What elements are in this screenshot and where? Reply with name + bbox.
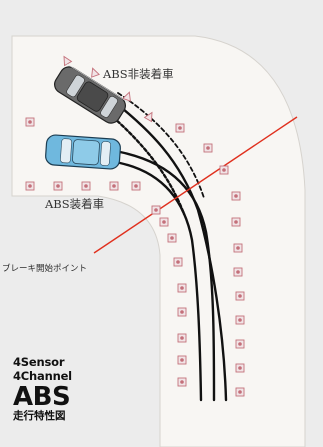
fallen-pylon-icon <box>143 111 153 123</box>
pylon-dot <box>134 184 138 188</box>
pylon-dot <box>234 220 238 224</box>
brake-start-line <box>93 116 298 254</box>
non-abs-car-label: ABS非装着車 <box>102 67 174 81</box>
channel-count: 4Channel <box>13 368 72 383</box>
pylon-dot <box>180 310 184 314</box>
pylon-dot <box>238 390 242 394</box>
diagram-caption: 4Sensor 4Channel ABS 走行特性図 <box>13 355 72 422</box>
abs-track-outer <box>118 150 216 402</box>
pylon-dot <box>56 184 60 188</box>
fallen-pylon-icon <box>91 67 100 78</box>
pylon-dot <box>28 184 32 188</box>
fallen-pylon-icon <box>122 91 131 102</box>
abs-car-label: ABS装着車 <box>44 197 104 211</box>
pylon-dot <box>176 260 180 264</box>
pylon-dot <box>178 126 182 130</box>
pylon-dot <box>222 168 226 172</box>
pylon-dot <box>180 380 184 384</box>
pylon-dot <box>112 184 116 188</box>
abs-car <box>45 134 121 170</box>
pylon-dot <box>28 120 32 124</box>
abs-track-inner <box>118 161 203 402</box>
pylon-dot <box>180 336 184 340</box>
fallen-pylon-icon <box>63 55 73 67</box>
pylon-dot <box>180 286 184 290</box>
sensor-count: 4Sensor <box>13 355 65 369</box>
pylon-dot <box>234 194 238 198</box>
non-abs-car <box>54 63 129 124</box>
pylon-dot <box>238 294 242 298</box>
pylon-dot <box>236 270 240 274</box>
abs-heading: ABS <box>13 382 71 412</box>
pylon-dot <box>170 236 174 240</box>
pylon-dot <box>162 220 166 224</box>
pylon-dot <box>154 208 158 212</box>
pylon-dot <box>238 318 242 322</box>
pylon-dot <box>236 246 240 250</box>
pylon-dot <box>84 184 88 188</box>
brake-start-point-label: ブレーキ開始ポイント <box>2 263 87 274</box>
pylon-group <box>25 55 245 397</box>
diagram-subtitle: 走行特性図 <box>13 410 66 422</box>
pylon-dot <box>238 366 242 370</box>
pylon-dot <box>238 342 242 346</box>
pylon-dot <box>180 358 184 362</box>
non-abs-track-outer <box>110 98 228 402</box>
pylon-dot <box>206 146 210 150</box>
